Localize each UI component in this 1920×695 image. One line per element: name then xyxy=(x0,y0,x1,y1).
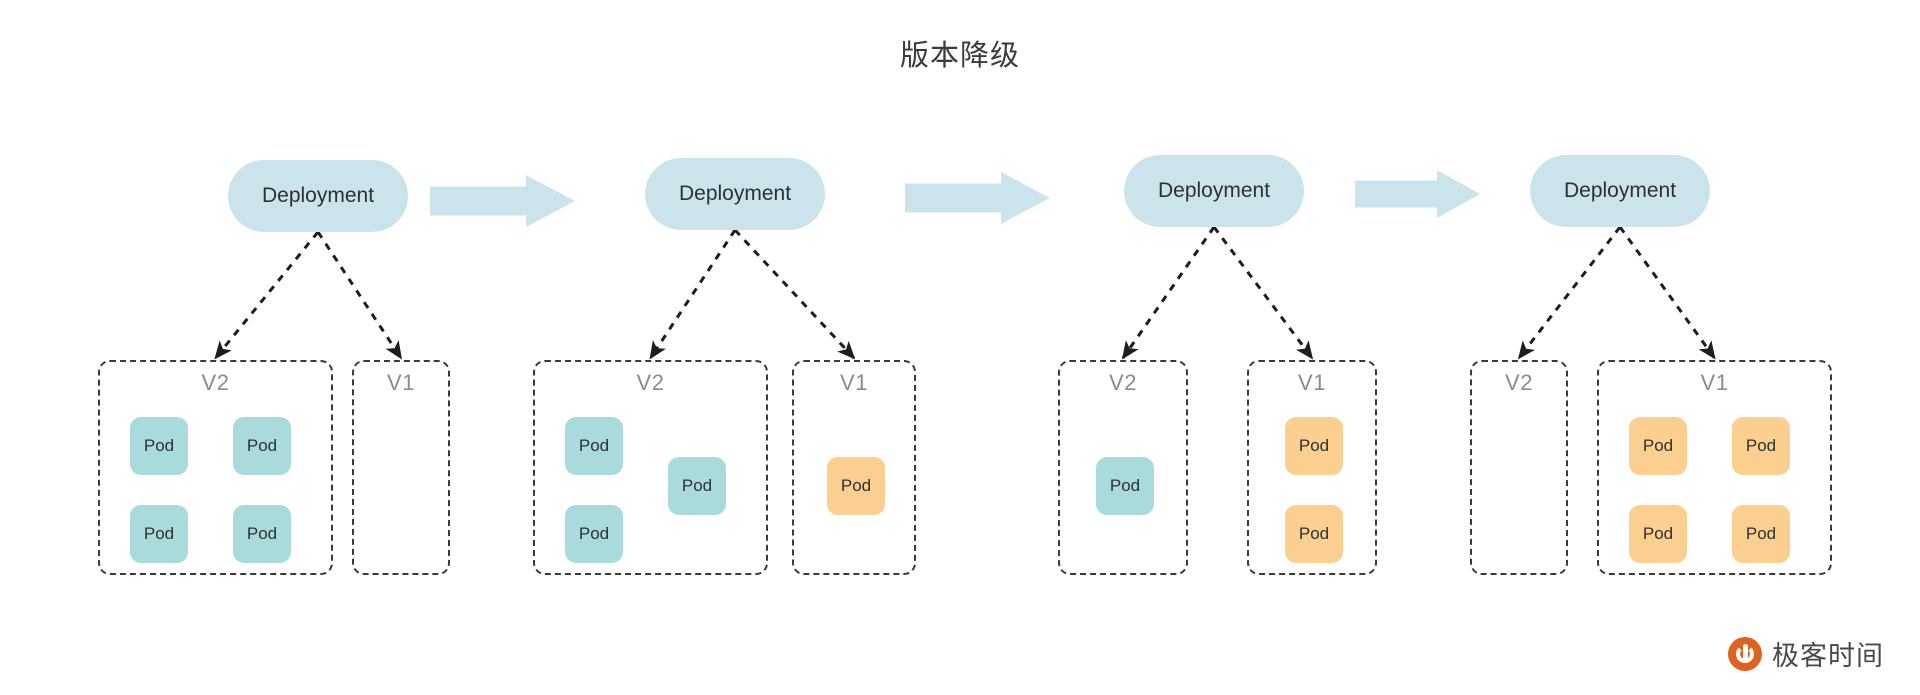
deployment-node[interactable]: Deployment xyxy=(228,160,408,232)
pod-v2: Pod xyxy=(565,417,623,475)
block-arrow-icon xyxy=(430,175,575,227)
pod-v2: Pod xyxy=(233,505,291,563)
pod-v2: Pod xyxy=(233,417,291,475)
watermark-label: 极客时间 xyxy=(1772,641,1884,672)
block-arrow-icon xyxy=(1355,170,1480,218)
version-label: V1 xyxy=(1298,370,1326,395)
pod-v2: Pod xyxy=(1096,457,1154,515)
watermark: 极客时间 xyxy=(1728,634,1884,673)
version-label: V1 xyxy=(387,370,415,395)
pod-v1: Pod xyxy=(1732,505,1790,563)
version-label: V2 xyxy=(201,370,230,395)
version-box-v1: V1 xyxy=(352,360,450,575)
pod-v1: Pod xyxy=(1285,505,1343,563)
version-label: V1 xyxy=(840,370,868,395)
pod-v1: Pod xyxy=(1285,417,1343,475)
geektime-logo-icon xyxy=(1728,636,1762,671)
pod-v1: Pod xyxy=(1629,505,1687,563)
deployment-node[interactable]: Deployment xyxy=(1530,155,1710,227)
deployment-node[interactable]: Deployment xyxy=(1124,155,1304,227)
version-label: V2 xyxy=(1109,370,1137,395)
deployment-node[interactable]: Deployment xyxy=(645,158,825,230)
pod-v1: Pod xyxy=(1629,417,1687,475)
version-box-v2: V2 xyxy=(1470,360,1568,575)
pod-v2: Pod xyxy=(130,417,188,475)
pod-v2: Pod xyxy=(668,457,726,515)
pod-v1: Pod xyxy=(1732,417,1790,475)
page-title: 版本降级 xyxy=(899,38,1020,72)
pod-v2: Pod xyxy=(130,505,188,563)
pod-v1: Pod xyxy=(827,457,885,515)
version-label: V2 xyxy=(636,370,665,395)
version-label: V2 xyxy=(1505,370,1533,395)
pod-v2: Pod xyxy=(565,505,623,563)
version-label: V1 xyxy=(1700,370,1729,395)
block-arrow-icon xyxy=(905,172,1050,224)
